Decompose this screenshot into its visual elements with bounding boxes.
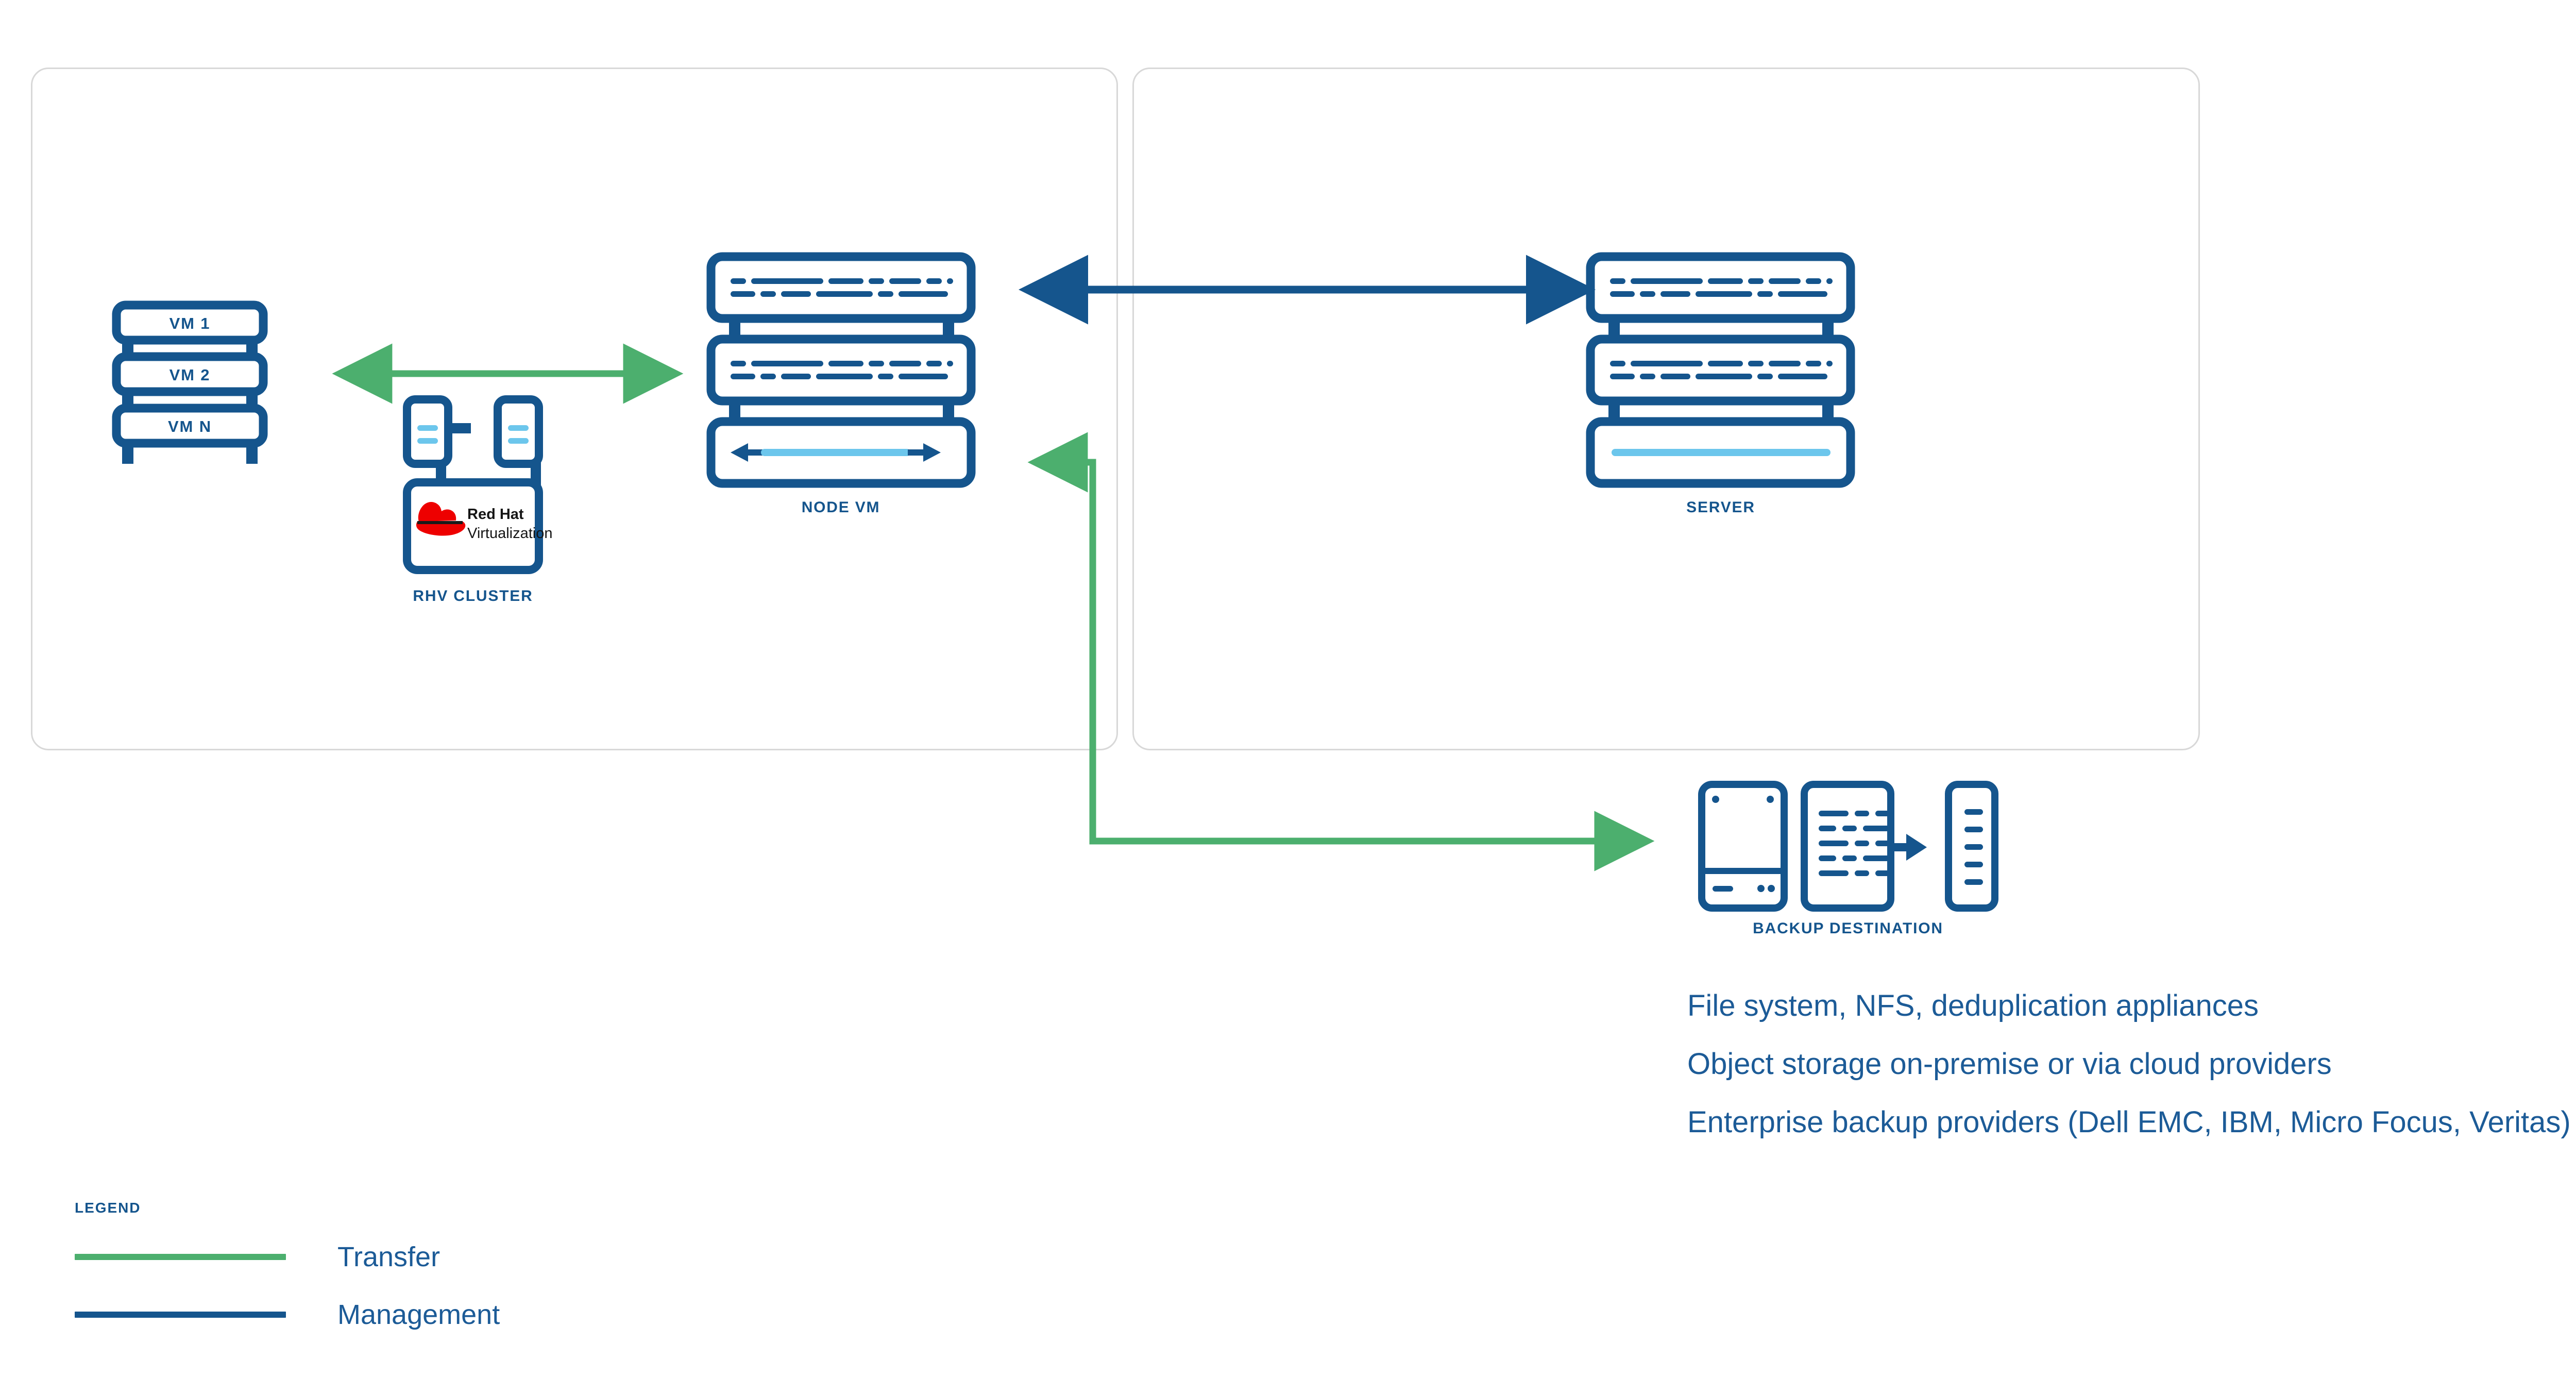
rhv-logo-brand: Red Hat — [467, 506, 524, 523]
document-icon — [1801, 781, 1894, 912]
red-hat-logo-icon — [416, 502, 466, 536]
vm-stack-item-1: VM 1 — [169, 314, 211, 332]
destination-option: Enterprise backup providers (Dell EMC, I… — [1687, 1105, 2571, 1139]
rhv-cluster-label: RHV CLUSTER — [413, 588, 533, 605]
destination-option: File system, NFS, deduplication applianc… — [1687, 989, 2259, 1022]
legend-label-management: Management — [337, 1299, 500, 1330]
vm-stack-item-2: VM 2 — [169, 366, 211, 384]
backup-destination-label: BACKUP DESTINATION — [1753, 920, 1943, 937]
legend-title: LEGEND — [75, 1200, 141, 1216]
destination-options-list: File system, NFS, deduplication applianc… — [1687, 977, 2576, 1151]
legend-swatch-management — [75, 1312, 286, 1318]
rhv-logo-product: Virtualization — [467, 525, 553, 542]
server-label: SERVER — [1686, 499, 1755, 516]
legend-swatch-transfer — [75, 1254, 286, 1260]
disk-drive-icon — [1698, 781, 1788, 912]
vm-stack-icon — [112, 300, 268, 464]
storage-tower-icon — [1945, 781, 1998, 912]
rhv-cluster-icon: Red Hat Virtualization — [403, 395, 553, 574]
destination-option: Object storage on-premise or via cloud p… — [1687, 1047, 2332, 1081]
server-icon — [1586, 252, 1855, 488]
connector-nodevm-to-backup — [1027, 432, 1655, 871]
vm-stack-item-3: VM N — [168, 417, 212, 435]
node-vm-throughput-indicator — [731, 443, 941, 462]
node-vm-icon — [706, 252, 976, 488]
legend-label-transfer: Transfer — [337, 1241, 440, 1272]
legend-item-management: Management — [75, 1301, 500, 1329]
node-vm-label: NODE VM — [801, 499, 880, 516]
legend-item-transfer: Transfer — [75, 1243, 440, 1271]
storage-transfer-arrow-icon — [1892, 834, 1927, 861]
backup-destination-icon — [1698, 781, 1998, 912]
